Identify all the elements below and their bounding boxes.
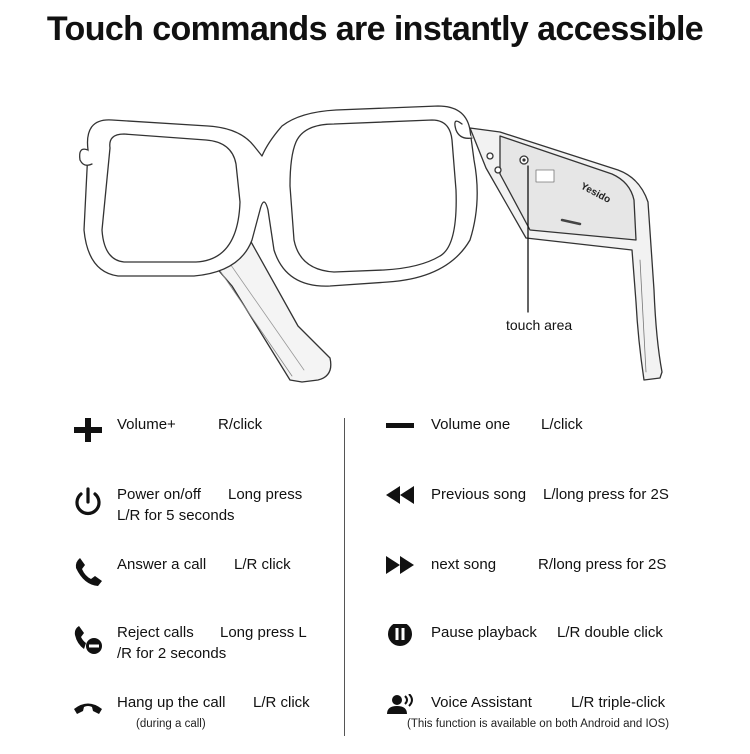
command-action: L/click [541,416,583,433]
command-reject-call: Reject calls Long press L /R for 2 secon… [72,624,342,684]
glasses-illustration: Yesido [79,105,663,383]
command-power: Power on/off Long press L/R for 5 second… [72,486,342,546]
command-function: Answer a call [117,556,207,573]
command-action: R/long press for 2S [538,556,667,573]
command-volume-up: Volume+ R/click [72,416,342,476]
phone-icon [72,556,104,588]
command-volume-down: Volume one L/click [384,416,744,476]
command-voice-assistant: Voice Assistant L/R triple-click (This f… [384,694,744,754]
command-action: L/R double click [557,624,663,641]
command-function: Volume+ [117,416,176,433]
left-lens [101,133,241,263]
command-action-continued: /R for 2 seconds [117,645,227,662]
command-function: Reject calls [117,624,194,641]
command-next-song: next song R/long press for 2S [384,556,744,616]
command-function: Voice Assistant [431,694,532,711]
command-answer-call: Answer a call L/R click [72,556,342,616]
touch-area-label: touch area [506,317,573,333]
plus-icon [72,416,104,448]
command-action: L/long press for 2S [543,486,669,503]
pause-icon [384,624,416,656]
command-function: next song [431,556,497,573]
page-title: Touch commands are instantly accessible [46,10,704,48]
reject-call-icon [72,624,104,656]
command-note: (during a call) [136,718,206,730]
command-hang-up: Hang up the call L/R click (during a cal… [72,694,342,754]
command-action: Long press [228,486,303,503]
command-function: Hang up the call [117,694,226,711]
fast-forward-icon [384,556,416,588]
command-function: Previous song [431,486,527,503]
command-action: R/click [218,416,263,433]
command-action: L/R click [234,556,291,573]
command-function: Pause playback [431,624,537,641]
command-previous-song: Previous song L/long press for 2S [384,486,744,546]
hang-up-icon [72,694,104,726]
minus-icon [384,416,416,448]
command-action: L/R triple-click [571,694,666,711]
command-action-continued: L/R for 5 seconds [117,507,235,524]
left-temple-arm [207,239,332,383]
right-lens [289,119,457,273]
command-note: (This function is available on both Andr… [407,718,670,730]
rewind-icon [384,486,416,518]
command-pause-playback: Pause playback L/R double click [384,624,744,684]
command-function: Power on/off [117,486,201,503]
command-action: Long press L [220,624,307,641]
command-function: Volume one [431,416,511,433]
voice-assistant-icon [384,694,416,726]
command-action: L/R click [253,694,310,711]
power-icon [72,486,104,518]
column-divider [344,418,345,736]
